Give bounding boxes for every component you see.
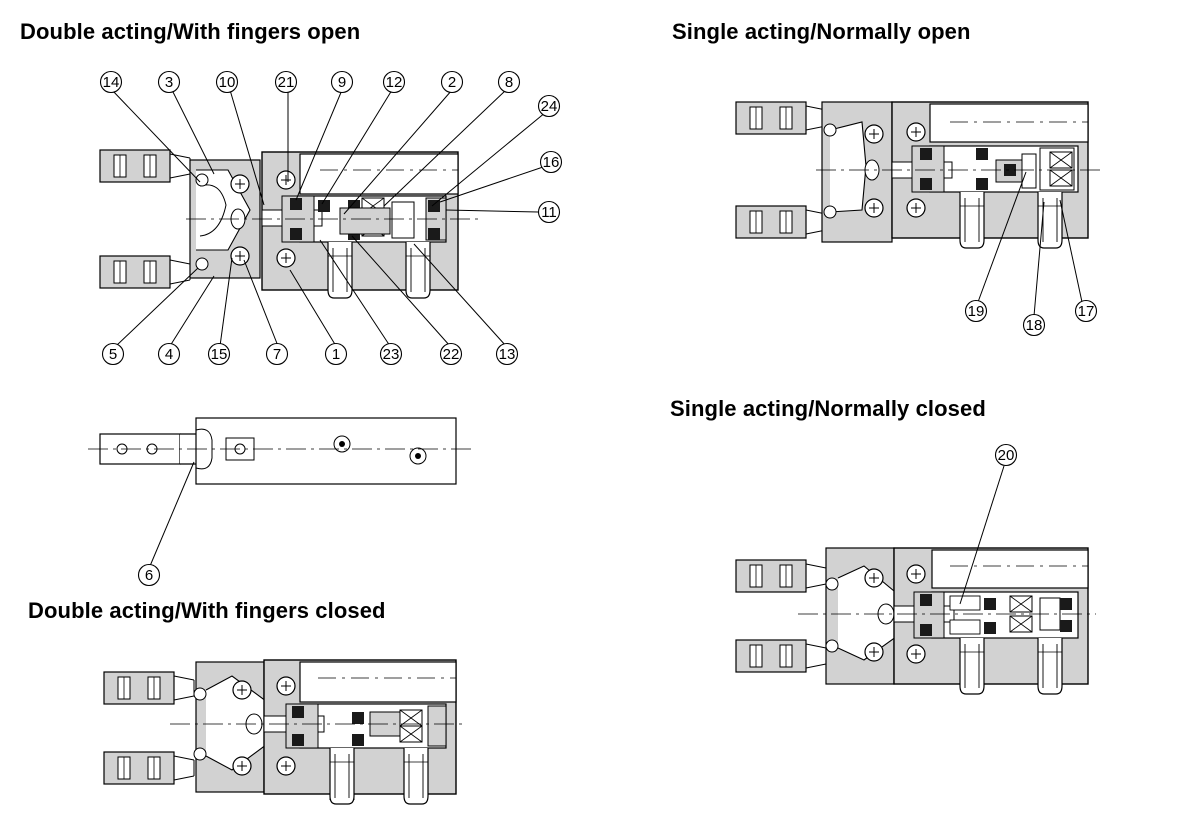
part-number-11: 11 bbox=[537, 200, 561, 224]
diagram-double-acting-open bbox=[88, 89, 547, 567]
part-number-15: 15 bbox=[207, 342, 231, 366]
callout-circle bbox=[382, 70, 406, 94]
part-number-12: 12 bbox=[382, 70, 406, 94]
callout-circle bbox=[537, 94, 561, 118]
callout-label: 3 bbox=[165, 74, 173, 91]
callout-label: 9 bbox=[338, 74, 346, 91]
callout-label: 6 bbox=[145, 567, 153, 584]
part-number-21: 21 bbox=[274, 70, 298, 94]
callout-circle bbox=[379, 342, 403, 366]
callout-label: 7 bbox=[273, 346, 281, 363]
callout-circle bbox=[964, 299, 988, 323]
callout-circle bbox=[101, 342, 125, 366]
callout-circle bbox=[274, 70, 298, 94]
part-number-19: 19 bbox=[964, 299, 988, 323]
callout-label: 10 bbox=[219, 74, 236, 91]
part-number-4: 4 bbox=[157, 342, 181, 366]
leader-lines bbox=[111, 89, 547, 347]
callout-circle bbox=[137, 563, 161, 587]
part-number-7: 7 bbox=[265, 342, 289, 366]
part-callouts: 14 3 10 21 9 12 2 8 24 16 11 5 4 15 7 1 23 22 13 6 19 18 17 20 bbox=[99, 70, 1098, 587]
callout-label: 21 bbox=[278, 74, 295, 91]
part-number-5: 5 bbox=[101, 342, 125, 366]
callout-label: 4 bbox=[165, 346, 173, 363]
callout-circle bbox=[215, 70, 239, 94]
callout-circle bbox=[324, 342, 348, 366]
part-number-14: 14 bbox=[99, 70, 123, 94]
part-number-20: 20 bbox=[994, 443, 1018, 467]
callout-circle bbox=[439, 342, 463, 366]
heading-double-acting-closed: Double acting/With fingers closed bbox=[28, 598, 386, 623]
part-number-16: 16 bbox=[539, 150, 563, 174]
part-number-6: 6 bbox=[137, 563, 161, 587]
callout-circle bbox=[497, 70, 521, 94]
part-number-13: 13 bbox=[495, 342, 519, 366]
heading-single-acting-normally-open: Single acting/Normally open bbox=[672, 19, 971, 44]
part-number-23: 23 bbox=[379, 342, 403, 366]
callout-circle bbox=[157, 342, 181, 366]
callout-label: 24 bbox=[541, 98, 558, 115]
callout-label: 18 bbox=[1026, 317, 1043, 334]
callout-label: 5 bbox=[109, 346, 117, 363]
part-number-3: 3 bbox=[157, 70, 181, 94]
callout-circle bbox=[265, 342, 289, 366]
callout-label: 23 bbox=[383, 346, 400, 363]
callout-label: 12 bbox=[386, 74, 403, 91]
callout-label: 8 bbox=[505, 74, 513, 91]
part-number-22: 22 bbox=[439, 342, 463, 366]
part-number-9: 9 bbox=[330, 70, 354, 94]
callout-circle bbox=[440, 70, 464, 94]
callout-label: 20 bbox=[998, 447, 1015, 464]
diagram-double-acting-closed bbox=[103, 659, 466, 805]
callout-circle bbox=[537, 200, 561, 224]
callout-label: 1 bbox=[332, 346, 340, 363]
callout-label: 19 bbox=[968, 303, 985, 320]
callout-circle bbox=[1074, 299, 1098, 323]
callout-circle bbox=[99, 70, 123, 94]
part-number-8: 8 bbox=[497, 70, 521, 94]
diagram-single-acting-open bbox=[735, 101, 1100, 317]
heading-double-acting-open: Double acting/With fingers open bbox=[20, 19, 361, 44]
part-number-2: 2 bbox=[440, 70, 464, 94]
callout-label: 14 bbox=[103, 74, 120, 91]
part-number-24: 24 bbox=[537, 94, 561, 118]
callout-circle bbox=[495, 342, 519, 366]
diagram-single-acting-closed bbox=[735, 465, 1096, 695]
callout-circle bbox=[157, 70, 181, 94]
callout-circle bbox=[330, 70, 354, 94]
callout-circle bbox=[207, 342, 231, 366]
callout-label: 2 bbox=[448, 74, 456, 91]
callout-label: 17 bbox=[1078, 303, 1095, 320]
heading-single-acting-normally-closed: Single acting/Normally closed bbox=[670, 396, 986, 421]
callout-label: 16 bbox=[543, 154, 560, 171]
part-number-18: 18 bbox=[1022, 313, 1046, 337]
part-number-1: 1 bbox=[324, 342, 348, 366]
callout-label: 15 bbox=[211, 346, 228, 363]
callout-label: 11 bbox=[541, 204, 557, 221]
part-number-10: 10 bbox=[215, 70, 239, 94]
callout-circle bbox=[539, 150, 563, 174]
callout-circle bbox=[1022, 313, 1046, 337]
callout-circle bbox=[994, 443, 1018, 467]
callout-label: 22 bbox=[443, 346, 460, 363]
part-number-17: 17 bbox=[1074, 299, 1098, 323]
callout-label: 13 bbox=[499, 346, 516, 363]
